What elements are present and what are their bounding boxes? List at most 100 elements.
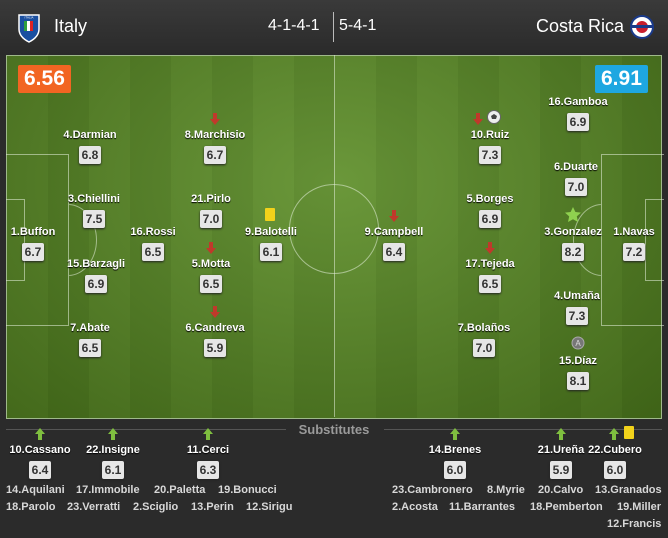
player-score: 7.2 — [623, 243, 645, 261]
sub-off-arrow-icon — [206, 241, 216, 259]
sub-off-arrow-icon — [210, 112, 220, 130]
bench-player[interactable]: 23.Cambronero — [392, 484, 473, 496]
bench-player[interactable]: 20.Paletta — [154, 484, 206, 496]
sub-on-arrow-icon — [108, 427, 118, 445]
player-name: 1.Buffon — [10, 226, 56, 238]
player-score: 7.0 — [200, 210, 222, 228]
yellow-card-icon — [624, 426, 634, 444]
player-name: 17.Tejeda — [465, 258, 515, 270]
subs-divider-left — [6, 429, 286, 430]
center-circle — [289, 184, 379, 274]
sub-on-arrow-icon — [450, 427, 460, 445]
player-15-barzagli[interactable]: 15.Barzagli 6.9 — [51, 258, 141, 293]
player-5-motta[interactable]: 5.Motta 6.5 — [166, 258, 256, 293]
player-score: 6.0 — [604, 461, 626, 479]
svg-text:ITALIA: ITALIA — [25, 16, 34, 20]
bench-player[interactable]: 19.Bonucci — [218, 484, 277, 496]
player-score: 6.9 — [479, 210, 501, 228]
player-name: 15.Barzagli — [66, 258, 126, 270]
player-score: 6.5 — [142, 243, 164, 261]
player-name: 3.Gonzalez — [544, 226, 602, 238]
player-score: 6.3 — [197, 461, 219, 479]
player-21-ure-a[interactable]: 21.Ureña 5.9 — [516, 444, 606, 479]
away-team-name: Costa Rica — [536, 16, 625, 36]
player-name: 7.Bolaños — [457, 322, 511, 334]
player-name: 5.Motta — [191, 258, 231, 270]
player-score: 6.9 — [85, 275, 107, 293]
man-of-match-star-icon — [565, 207, 581, 227]
sub-on-arrow-icon — [203, 427, 213, 445]
player-score: 5.9 — [550, 461, 572, 479]
bench-player[interactable]: 14.Aquilani — [6, 484, 65, 496]
player-name: 3.Chiellini — [68, 193, 120, 205]
bench-player[interactable]: 13.Granados — [595, 484, 662, 496]
bench-player[interactable]: 2.Sciglio — [133, 501, 179, 513]
player-name: 21.Pirlo — [191, 193, 231, 205]
bench-player[interactable]: 13.Perin — [191, 501, 234, 513]
player-score: 6.9 — [567, 113, 589, 131]
player-score: 7.3 — [566, 307, 588, 325]
bench-player[interactable]: 2.Acosta — [392, 501, 438, 513]
player-score: 6.5 — [79, 339, 101, 357]
player-name: 6.Duarte — [553, 161, 599, 173]
player-name: 9.Balotelli — [245, 226, 297, 238]
player-score: 6.8 — [79, 146, 101, 164]
player-name: 21.Ureña — [537, 444, 585, 456]
player-score: 7.3 — [479, 146, 501, 164]
sub-off-arrow-icon — [389, 209, 399, 227]
player-score: 6.1 — [102, 461, 124, 479]
player-21-pirlo[interactable]: 21.Pirlo 7.0 — [166, 193, 256, 228]
bench-player[interactable]: 12.Sirigu — [246, 501, 293, 513]
bench-player[interactable]: 18.Pemberton — [530, 501, 603, 513]
player-name: 15.Díaz — [559, 355, 597, 367]
bench-player[interactable]: 8.Myrie — [487, 484, 525, 496]
bench-player[interactable]: 19.Miller — [617, 501, 662, 513]
bench-player[interactable]: 12.Francis — [607, 518, 662, 530]
player-name: 7.Abate — [70, 322, 110, 334]
sub-on-arrow-icon — [35, 427, 45, 445]
italy-crest-icon: ITALIA — [18, 14, 40, 43]
home-penalty-box — [6, 154, 69, 326]
player-score: 6.4 — [383, 243, 405, 261]
sub-on-arrow-icon — [609, 427, 619, 445]
sub-off-arrow-icon — [210, 305, 220, 323]
bench-player[interactable]: 17.Immobile — [76, 484, 140, 496]
player-16-rossi[interactable]: 16.Rossi 6.5 — [108, 226, 198, 261]
player-name: 16.Rossi — [130, 226, 176, 238]
bench-player[interactable]: 18.Parolo — [6, 501, 56, 513]
player-score: 6.5 — [200, 275, 222, 293]
player-name: 4.Darmian — [63, 129, 117, 141]
bench-player[interactable]: 23.Verratti — [67, 501, 121, 513]
away-penalty-box — [601, 154, 664, 326]
substitutes-title: Substitutes — [298, 422, 370, 437]
player-4-darmian[interactable]: 4.Darmian 6.8 — [45, 129, 135, 164]
player-name: 10.Cassano — [9, 444, 71, 456]
bench-player[interactable]: 11.Barrantes — [449, 501, 516, 513]
bench-player[interactable]: 20.Calvo — [538, 484, 584, 496]
sub-off-arrow-icon — [473, 112, 483, 130]
home-goal-box — [6, 199, 25, 281]
away-goal-box — [645, 199, 664, 281]
player-7-abate[interactable]: 7.Abate 6.5 — [45, 322, 135, 357]
